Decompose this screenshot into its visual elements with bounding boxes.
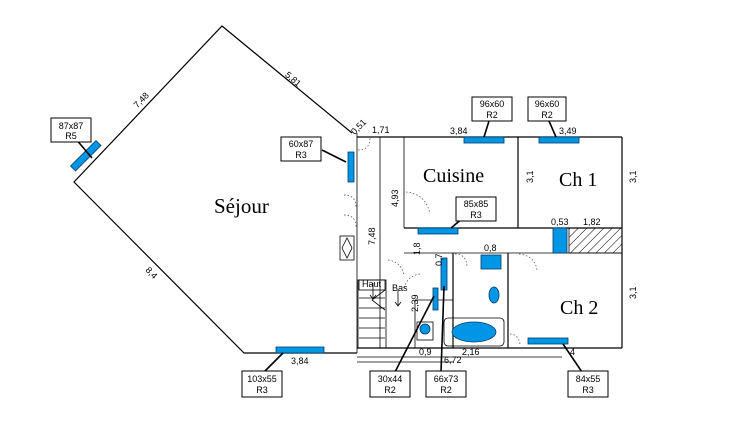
radiator-type: R3: [470, 210, 482, 220]
dim-672: 6,72: [444, 355, 462, 365]
dim-051: 0,51: [349, 117, 368, 136]
bathroom-fixtures: [416, 286, 505, 347]
radiator-size: 66x73: [434, 374, 459, 384]
stair-bas-label: Bas: [392, 283, 408, 293]
radiator-type: R2: [486, 110, 498, 120]
dim-171: 1,71: [372, 125, 390, 135]
dim-581: 5,81: [283, 70, 303, 89]
dim-216: 2,16: [462, 347, 480, 357]
sejour-walls: [73, 25, 358, 354]
dim-18: 1,8: [412, 242, 422, 255]
radiator-type: R3: [295, 150, 307, 160]
dim-31-ch2: 3,1: [628, 286, 638, 299]
room-sejour: Séjour: [214, 194, 269, 218]
radiator-size: 85x85: [464, 199, 489, 209]
dim-09: 0,9: [419, 347, 432, 357]
radiator-type: R3: [256, 385, 268, 395]
dim-384-top: 3,84: [450, 126, 468, 136]
radiator-size: 103x55: [247, 374, 277, 384]
radiator-label-r3-sejour-bottom: 103x55 R3: [241, 370, 283, 398]
radiator-label-r5-sejour: 87x87 R5: [50, 117, 92, 143]
dim-349: 3,49: [559, 126, 577, 136]
dim-84: 8,4: [144, 265, 160, 281]
dim-31-ch1: 3,1: [525, 170, 535, 183]
dim-053: 0,53: [551, 217, 569, 227]
radiator-size: 96x60: [480, 99, 505, 109]
dim-182: 1,82: [583, 217, 601, 227]
radiator-size: 30x44: [378, 374, 403, 384]
radiators: [69, 136, 580, 354]
room-cuisine: Cuisine: [423, 165, 484, 187]
radiator-type: R5: [65, 131, 77, 141]
radiator-size: 87x87: [59, 121, 84, 131]
door-swings: [343, 137, 538, 345]
radiator-label-r3-ch2: 84x55 R3: [567, 370, 609, 398]
radiator-label-r2-bathroom: 66x73 R2: [425, 370, 467, 398]
dim-31-ch1-right: 3,1: [628, 170, 638, 183]
dim-4: 4: [570, 347, 575, 357]
dim-748-top: 7,48: [132, 90, 151, 110]
radiator-type: R2: [440, 385, 452, 395]
dim-239: 2,39: [410, 294, 420, 312]
room-ch1: Ch 1: [559, 169, 597, 191]
dim-493: 4,93: [390, 189, 400, 207]
radiator-label-r2-wc: 30x44 R2: [369, 370, 411, 398]
dim-748-left: 7,48: [367, 227, 377, 245]
stair-haut-label: Haut: [362, 279, 382, 289]
radiator-type: R2: [541, 110, 553, 120]
radiator-size: 60x87: [289, 139, 314, 149]
staircase: [358, 279, 402, 339]
hatched-wall: [568, 227, 623, 254]
radiator-type: R2: [384, 385, 396, 395]
chimney-symbol: [339, 235, 355, 261]
radiator-arrows: [74, 120, 583, 373]
dim-384-bottom: 3,84: [291, 356, 309, 366]
radiator-size: 84x55: [576, 374, 601, 384]
radiator-size: 96x60: [535, 99, 560, 109]
room-ch2: Ch 2: [560, 297, 598, 319]
radiator-type: R3: [582, 385, 594, 395]
radiator-label-r3-sejour-right: 60x87 R3: [280, 136, 322, 162]
dim-07: 0,7: [434, 253, 444, 266]
radiator-label-r2-cuisine-top: 96x60 R2: [471, 96, 513, 122]
dimension-lines: [357, 356, 562, 363]
radiator-label-r3-cuisine: 85x85 R3: [455, 196, 497, 222]
dim-08: 0,8: [484, 243, 497, 253]
radiator-label-r2-ch1: 96x60 R2: [527, 96, 567, 122]
